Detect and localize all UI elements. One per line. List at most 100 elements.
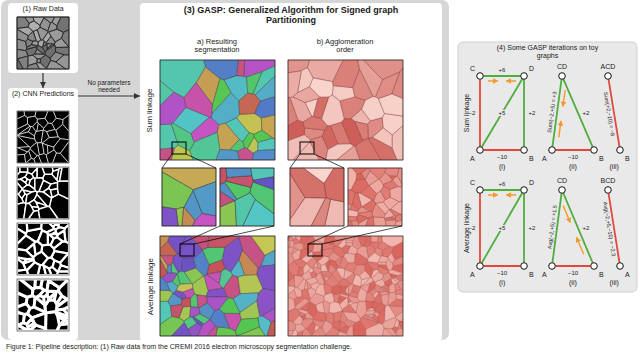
- zoom-leader: [308, 226, 348, 244]
- vertex-label: CD: [557, 63, 567, 70]
- cell: [60, 167, 69, 181]
- image-frame: [17, 279, 69, 331]
- cell: [220, 191, 234, 207]
- graph-vertex: B: [590, 146, 598, 154]
- prediction-map: [17, 279, 69, 331]
- cell: [161, 256, 173, 266]
- vertex-label: A: [542, 155, 547, 162]
- cell: [251, 168, 274, 180]
- cell: [160, 278, 170, 291]
- cell: [30, 143, 39, 156]
- vertex-circle: [559, 73, 566, 80]
- graph-vertex: CD: [558, 186, 566, 194]
- prediction-map: [17, 223, 69, 275]
- vertex-label: A: [625, 271, 630, 278]
- graph-vertex: ACD: [604, 72, 612, 80]
- prediction-map: [17, 167, 69, 219]
- cell: [17, 132, 35, 139]
- panel-background: [140, 3, 442, 341]
- cell: [176, 284, 192, 292]
- cell: [219, 269, 232, 288]
- cell: [368, 253, 381, 263]
- cell: [238, 275, 263, 294]
- cell: [45, 45, 56, 58]
- weighted-edge: [556, 149, 591, 151]
- cell: [360, 186, 376, 201]
- vertex-label: ACD: [601, 63, 616, 70]
- image-frame: [290, 168, 344, 226]
- cnn-predictions-panel: (2) CNN Predictions: [8, 88, 78, 340]
- cell: [160, 92, 186, 125]
- zoom-inset: [348, 168, 402, 226]
- cell: [32, 287, 43, 297]
- cell: [181, 298, 190, 307]
- cell: [329, 302, 342, 313]
- vertex-circle: [476, 72, 484, 80]
- cell: [20, 167, 28, 172]
- vertex-circle: [477, 147, 484, 154]
- cell: [51, 237, 63, 248]
- cell: [56, 312, 66, 318]
- cell: [17, 279, 33, 297]
- cell: [17, 154, 26, 163]
- vertex-label: D: [529, 179, 534, 186]
- vertex-circle: [476, 262, 484, 270]
- vertex-circle: [520, 146, 528, 154]
- cell: [339, 257, 348, 269]
- cell: [27, 116, 37, 126]
- image-frame: [160, 236, 275, 336]
- segmentation-image: [160, 236, 275, 336]
- image-frame: [17, 223, 69, 275]
- cell: [368, 281, 376, 292]
- cell: [348, 210, 358, 217]
- cell: [17, 148, 27, 155]
- row-heading: Sum linkage: [145, 88, 154, 132]
- zoom-box: [180, 244, 194, 256]
- cell: [288, 277, 295, 287]
- vertex-circle: [591, 147, 598, 154]
- edge-weight: Avg(−2,+5,−10) = −2.3: [602, 200, 617, 257]
- cell: [37, 191, 51, 206]
- vertex-label: D: [529, 65, 534, 72]
- zoom-leader: [194, 226, 274, 244]
- edge-weight: +6: [498, 67, 507, 74]
- cell: [237, 327, 265, 336]
- cell: [349, 291, 358, 297]
- cell: [353, 321, 366, 336]
- cell: [160, 241, 177, 256]
- row-heading: Average linkage: [463, 203, 471, 253]
- cell: [181, 258, 195, 272]
- weighted-edge: [482, 79, 522, 147]
- cell: [288, 236, 291, 240]
- vertex-circle: [476, 146, 484, 154]
- cell: [49, 223, 55, 227]
- panel-title: (4) Some GASP iterations on toy graphs: [493, 44, 603, 60]
- image-frame: [17, 167, 69, 219]
- cell: [190, 132, 220, 160]
- cell: [385, 279, 393, 286]
- cell: [35, 111, 48, 119]
- cell: [303, 117, 327, 130]
- merge-arrow: [563, 90, 565, 106]
- cell: [362, 200, 376, 212]
- vertex-circle: [616, 262, 624, 270]
- vertex-label: B: [529, 271, 534, 278]
- cell: [365, 171, 378, 185]
- cell: [55, 47, 69, 55]
- vertex-circle: [605, 73, 612, 80]
- graph-vertex: A: [548, 262, 556, 270]
- figure-caption: Figure 1: Pipeline description: (1) Raw …: [6, 343, 352, 351]
- cell: [298, 279, 306, 291]
- agglomeration-image: [288, 236, 403, 336]
- cell: [344, 269, 354, 278]
- cell: [307, 257, 317, 268]
- cell: [207, 297, 228, 311]
- vertex-circle: [590, 146, 598, 154]
- vertex-circle: [617, 263, 624, 270]
- cell: [52, 261, 60, 272]
- vertex-circle: [521, 147, 528, 154]
- zoom-leader: [314, 154, 344, 168]
- cell: [42, 143, 48, 155]
- cell: [208, 236, 239, 247]
- cell: [378, 265, 388, 270]
